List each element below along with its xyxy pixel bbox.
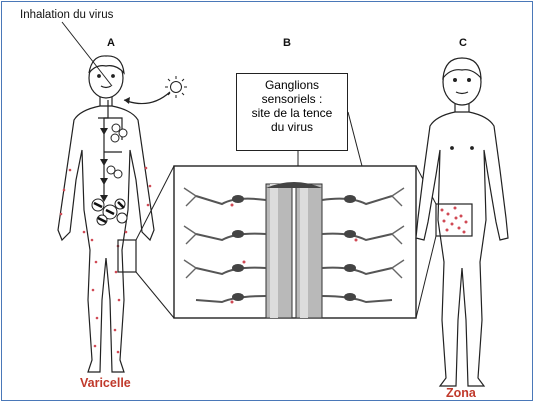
sun-icon [165, 76, 187, 98]
ganglia-callout: Ganglions sensoriels : site de la tence … [236, 73, 348, 151]
panel-label-b: B [283, 37, 291, 49]
virus-entry-arrow [124, 92, 170, 104]
child-c-figure [416, 58, 508, 386]
callout-line-3: site de la tence [237, 106, 347, 120]
callout-line-1: Ganglions [237, 78, 347, 92]
zona-label: Zona [446, 386, 476, 400]
callout-line-2: sensoriels : [237, 92, 347, 106]
callout-line-4: du virus [237, 120, 347, 134]
inhalation-pointer [62, 22, 112, 86]
panel-label-c: C [459, 37, 467, 49]
varicelle-label: Varicelle [80, 376, 131, 390]
panel-label-a: A [107, 37, 115, 49]
spinal-panel [174, 166, 416, 318]
inhalation-label: Inhalation du virus [20, 9, 113, 21]
